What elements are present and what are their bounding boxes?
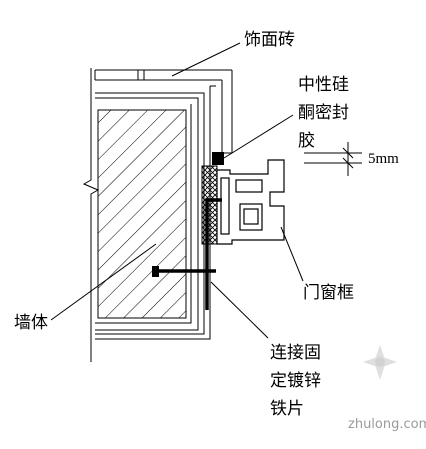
watermark-text: zhulong.com — [348, 417, 426, 432]
connection-plate — [154, 198, 222, 310]
window-frame — [216, 159, 285, 245]
label-plate-line1: 连接固 — [270, 343, 321, 363]
leaders — [50, 42, 304, 339]
plate-end — [152, 266, 159, 277]
filler-zone — [201, 165, 218, 245]
label-sealant-line1: 中性硅 — [298, 75, 349, 95]
facing-tiles — [94, 69, 233, 163]
label-plate-line2: 定镀锌 — [270, 371, 321, 391]
dimension-5mm — [304, 142, 362, 176]
label-sealant-line3: 胶 — [298, 131, 315, 151]
sealant-bead — [212, 152, 224, 165]
watermark-logo — [363, 345, 397, 380]
label-sealant-line2: 酮密封 — [298, 103, 349, 123]
wall-section — [82, 68, 211, 362]
label-wall: 墙体 — [14, 313, 48, 333]
label-plate-line3: 铁片 — [270, 399, 304, 419]
label-tile: 饰面砖 — [244, 30, 295, 50]
label-dimension: 5mm — [368, 151, 399, 167]
label-frame: 门窗框 — [303, 283, 354, 303]
